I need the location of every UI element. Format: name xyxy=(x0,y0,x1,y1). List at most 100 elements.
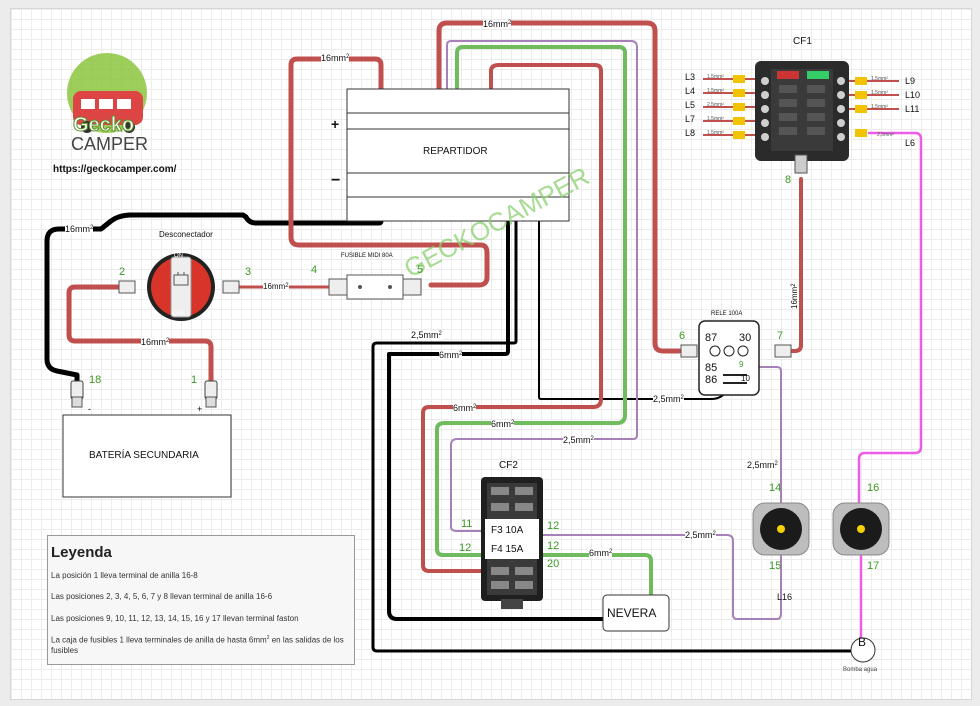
battery-neg-terminal xyxy=(70,380,84,408)
load-l10: L10 xyxy=(905,90,921,100)
wire-label-6-a: 6mm2 xyxy=(439,350,463,360)
pos-12-a: 12 xyxy=(459,542,472,554)
legend-line-3: Las posiciones 9, 10, 11, 12, 13, 14, 15… xyxy=(51,613,299,623)
pos-15: 15 xyxy=(769,560,782,572)
logo-text-gecko: Gecko xyxy=(72,114,135,136)
pos-8: 8 xyxy=(785,174,792,186)
pos-7: 7 xyxy=(777,330,784,342)
relay-label: RELE 100A xyxy=(711,311,743,317)
pos-3: 3 xyxy=(245,266,252,278)
load-l11: L11 xyxy=(905,104,920,114)
battery-box xyxy=(62,414,232,498)
cf2-fuse-f4: F4 15A xyxy=(491,544,524,555)
load-l7: L7 xyxy=(685,114,696,124)
gauge-l4: 1,5mm² xyxy=(707,88,724,94)
legend-line-4b: en las salidas de los fusibles xyxy=(51,635,344,656)
wire-label-16-bat: 16mm2 xyxy=(141,337,170,347)
gauge-l8: 1,5mm² xyxy=(707,130,724,136)
load-l5: L5 xyxy=(685,100,696,110)
black-wire-rep-3 xyxy=(387,197,605,621)
wire-label-6-c: 6mm2 xyxy=(491,419,515,429)
cf2-fuse-f3: F3 10A xyxy=(491,525,524,536)
cf2-fusebox xyxy=(481,477,543,609)
bomba-letter: B xyxy=(858,635,867,649)
bomba-circle xyxy=(850,637,876,663)
legend-title: Leyenda xyxy=(51,544,112,561)
load-l6: L6 xyxy=(905,138,916,148)
fuse-midi xyxy=(328,274,422,300)
wire-label-25-e: 2,5mm2 xyxy=(685,530,716,540)
pos-20: 20 xyxy=(547,558,560,570)
wire-label-16-rele: 16mm2 xyxy=(790,283,799,309)
gauge-l3: 1,5mm² xyxy=(707,74,724,80)
wire-label-25-a: 2,5mm2 xyxy=(411,330,442,340)
purple-wire-rep-cf2 xyxy=(446,40,638,532)
disconnector-label: Desconectador xyxy=(159,230,213,239)
wire-label-16-rep: 16mm2 xyxy=(321,53,350,63)
red-wire-disc-battery xyxy=(66,284,214,384)
legend-line-4a: La caja de fusibles 1 lleva terminales d… xyxy=(51,635,267,645)
pos-12-b: 12 xyxy=(547,520,560,532)
diagram-canvas: GECKOCAMPER Gecko CAMPER https://geckoca… xyxy=(10,8,972,700)
relay-pin-85: 85 xyxy=(705,362,718,374)
pos-6: 6 xyxy=(679,330,686,342)
fuse-label: FUSIBLE MIDI 80A xyxy=(341,253,393,259)
gauge-l11: 1,5mm² xyxy=(871,104,888,110)
repartidor-plus: + xyxy=(331,116,340,132)
red-wire-rep-cf2 xyxy=(421,63,603,573)
switch-l16 xyxy=(752,502,810,556)
wire-label-16-left: 16mm2 xyxy=(65,224,94,234)
green-wire-rep-cf2 xyxy=(435,45,627,557)
wire-label-6-d: 6mm2 xyxy=(589,548,613,558)
legend-sup: 2 xyxy=(266,635,270,642)
wire-label-25-c: 2,5mm2 xyxy=(563,435,594,445)
load-l4: L4 xyxy=(685,86,696,96)
pos-1: 1 xyxy=(191,374,198,386)
pos-9: 9 xyxy=(739,360,744,369)
pos-11: 11 xyxy=(461,518,473,530)
black-wire-battery-neg xyxy=(44,194,384,384)
pos-2: 2 xyxy=(119,266,126,278)
cf1-fusebox xyxy=(755,61,849,174)
red-wire-rele-cf1 xyxy=(787,177,803,353)
pos-10: 10 xyxy=(741,374,750,383)
battery-neg-sign: - xyxy=(88,404,91,414)
wire-label-6-b: 6mm2 xyxy=(453,403,477,413)
bomba-label: Bomba agua xyxy=(843,667,878,673)
relay-pin-30: 30 xyxy=(739,332,752,344)
cf1-load-wires xyxy=(703,75,899,139)
gecko-logo xyxy=(67,53,147,133)
gauge-l6: 2,5mm² xyxy=(877,132,894,138)
legend-panel: Leyenda La posición 1 lleva terminal de … xyxy=(47,535,355,665)
wire-label-16-top: 16mm2 xyxy=(483,19,512,29)
green-wire-cf2-nevera xyxy=(539,553,653,599)
purple-wire-rele-switch xyxy=(746,366,782,504)
brand-url[interactable]: https://geckocamper.com/ xyxy=(53,164,177,175)
disconnector-switch xyxy=(118,253,240,321)
load-l9: L9 xyxy=(905,76,916,86)
battery-label: BATERÍA SECUNDARIA xyxy=(89,450,199,461)
gauge-l5: 2,5mm² xyxy=(707,102,724,108)
relay-pin-87: 87 xyxy=(705,332,718,344)
gauge-l10: 1,5mm² xyxy=(871,90,888,96)
pos-17: 17 xyxy=(867,560,880,572)
disconnector-on: ON xyxy=(174,253,183,259)
wire-label-25-d: 2,5mm2 xyxy=(747,460,778,470)
red-wire-rep-fuse xyxy=(288,56,490,288)
gauge-l9: 1,5mm² xyxy=(871,76,888,82)
load-l8: L8 xyxy=(685,128,696,138)
disconnector-off: OFF xyxy=(173,311,185,317)
pos-18: 18 xyxy=(89,374,102,386)
black-wire-rep-2 xyxy=(371,197,863,653)
wire-label-25-b: 2,5mm2 xyxy=(653,394,684,404)
legend-line-2: Las posiciones 2, 3, 4, 5, 6, 7 y 8 llev… xyxy=(51,592,273,602)
red-wire-top-rele xyxy=(436,20,682,354)
cf2-label: CF2 xyxy=(499,460,518,471)
repartidor-label: REPARTIDOR xyxy=(423,146,488,157)
repartidor-minus: − xyxy=(331,172,341,189)
legend-line-4: La caja de fusibles 1 lleva terminales d… xyxy=(51,635,351,656)
legend-line-1: La posición 1 lleva terminal de anilla 1… xyxy=(51,571,198,580)
nevera-box xyxy=(602,594,670,632)
pos-14: 14 xyxy=(769,482,782,494)
pos-4: 4 xyxy=(311,264,318,276)
